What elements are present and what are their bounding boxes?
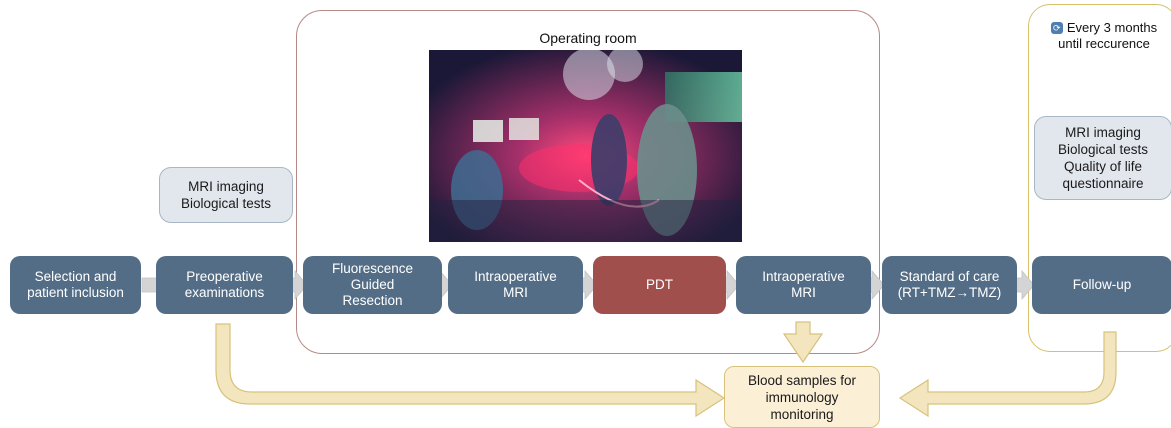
follow-up-note: MRI imaging Biological tests Quality of … [1034, 116, 1171, 200]
follow-up-note-text: MRI imaging Biological tests Quality of … [1057, 125, 1149, 191]
step-intraoperative-mri-1: Intraoperative MRI [448, 256, 583, 314]
step-pdt: PDT [593, 256, 726, 314]
step-standard-of-care: Standard of care (RT+TMZ→TMZ) [882, 256, 1017, 314]
operating-room-frame [296, 10, 880, 354]
blood-samples-text: Blood samples for immunology monitoring [747, 372, 857, 422]
step-selection: Selection and patient inclusion [10, 256, 141, 314]
repeat-icon: ⟳ [1050, 22, 1063, 34]
repeat-line1: Every 3 months [1066, 20, 1158, 35]
step-label: Intraoperative MRI [474, 269, 557, 300]
step-label: PDT [646, 277, 673, 292]
step-fluorescence-guided-resection: Fluorescence Guided Resection [303, 256, 442, 314]
step-label: Standard of care (RT+TMZ→TMZ) [897, 269, 1002, 300]
follow-up-repeat: ⟳Every 3 months until reccurence [1036, 20, 1171, 52]
blood-samples-box: Blood samples for immunology monitoring [724, 366, 880, 428]
step-label: Follow-up [1072, 277, 1132, 292]
follow-up-frame [1028, 4, 1171, 352]
step-preoperative: Preoperative examinations [156, 256, 293, 314]
step-follow-up: Follow-up [1032, 256, 1171, 314]
step-label: Selection and patient inclusion [27, 269, 124, 300]
step-intraoperative-mri-2: Intraoperative MRI [736, 256, 871, 314]
step-label: Preoperative examinations [184, 269, 265, 300]
blood-arrow-left [215, 323, 726, 418]
blood-arrow-center [782, 321, 824, 364]
preoperative-note-text: MRI imaging Biological tests [180, 179, 272, 211]
operating-room-title: Operating room [539, 30, 637, 46]
preoperative-note: MRI imaging Biological tests [159, 167, 293, 223]
blood-arrow-right [898, 331, 1117, 418]
step-label: Intraoperative MRI [762, 269, 845, 300]
operating-room-photo [429, 50, 742, 242]
repeat-line2: until reccurence [1058, 36, 1150, 51]
step-label: Fluorescence Guided Resection [331, 261, 414, 308]
